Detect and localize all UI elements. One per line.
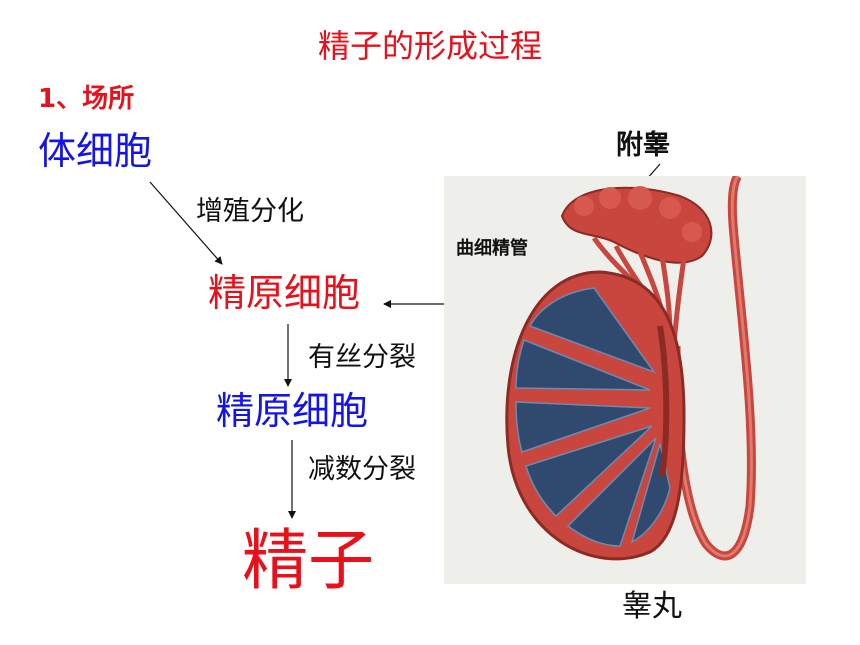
step-proliferation: 增殖分化 — [196, 196, 304, 227]
label-testis: 睾丸 — [622, 589, 682, 624]
arrow-somatic-to-spermatogonium — [149, 181, 223, 265]
testis-illustration — [444, 176, 806, 584]
cell-sperm: 精子 — [242, 522, 374, 599]
cell-spermatogonium-1: 精原细胞 — [208, 271, 361, 315]
label-epididymis: 附睾 — [616, 130, 670, 161]
step-mitosis: 有丝分裂 — [308, 342, 416, 373]
section-heading: 1、场所 — [38, 84, 135, 114]
page-title: 精子的形成过程 — [317, 27, 542, 65]
step-meiosis: 减数分裂 — [308, 454, 416, 485]
cell-somatic: 体细胞 — [38, 129, 153, 173]
cell-spermatogonium-2: 精原细胞 — [216, 389, 369, 433]
label-seminiferous-tubule: 曲细精管 — [456, 238, 528, 259]
